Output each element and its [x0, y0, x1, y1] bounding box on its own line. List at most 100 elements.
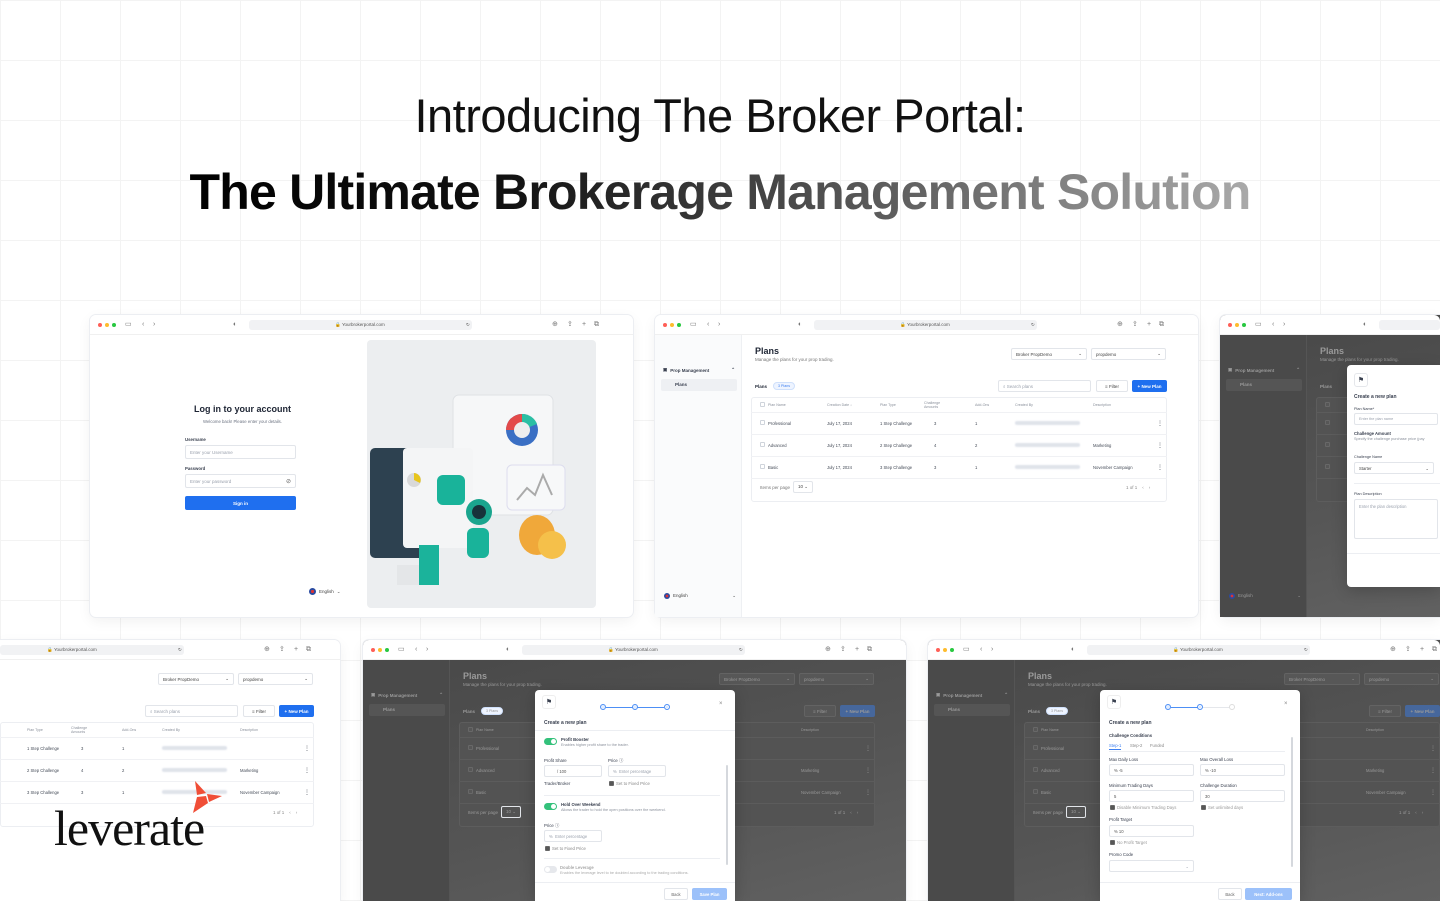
profit-share-input[interactable]: / 100	[544, 765, 602, 777]
language-selector[interactable]: English⌄	[1229, 593, 1301, 599]
forward-icon[interactable]: ›	[991, 646, 994, 653]
tab-funded[interactable]: Funded	[1150, 743, 1165, 748]
select-all-checkbox[interactable]	[1033, 727, 1038, 732]
sidebar-toggle-icon[interactable]: ▭	[963, 646, 970, 653]
double-leverage-toggle[interactable]	[544, 866, 557, 873]
row-checkbox[interactable]	[1325, 464, 1330, 469]
minimize-window-button[interactable]	[1235, 323, 1239, 327]
profit-target-input[interactable]: % 10	[1109, 825, 1194, 837]
back-icon[interactable]: ‹	[1272, 321, 1275, 328]
row-menu-icon[interactable]: ⋮	[304, 767, 310, 774]
close-window-button[interactable]	[371, 648, 375, 652]
address-bar[interactable]	[1379, 320, 1440, 330]
privacy-shield-icon[interactable]: ◐	[798, 321, 803, 328]
maximize-window-button[interactable]	[1242, 323, 1246, 327]
tabs-overview-icon[interactable]: ⧉	[1432, 646, 1437, 653]
share-icon[interactable]: ⇪	[279, 646, 285, 653]
tabs-overview-icon[interactable]: ⧉	[306, 646, 311, 653]
sidebar-section-prop-management[interactable]: ▣Prop Management⌃	[663, 367, 739, 373]
items-per-page-select[interactable]: 10 ⌄	[501, 806, 522, 818]
back-button[interactable]: Back	[1218, 888, 1242, 900]
reload-icon[interactable]: ↻	[178, 647, 182, 652]
row-menu-icon[interactable]: ⋮	[865, 789, 871, 796]
address-bar[interactable]: 🔒 Yourbrokerportal.com↻	[1087, 645, 1310, 655]
language-selector[interactable]: English⌄	[309, 588, 341, 595]
sidebar-toggle-icon[interactable]: ▭	[690, 321, 697, 328]
new-plan-button[interactable]: + New Plan	[1132, 380, 1167, 392]
broker-select[interactable]: Broker PropDemo⌄	[1284, 673, 1360, 685]
next-page-icon[interactable]: ›	[1148, 485, 1151, 490]
share-icon[interactable]: ⇪	[840, 646, 846, 653]
close-window-button[interactable]	[663, 323, 667, 327]
back-icon[interactable]: ‹	[415, 646, 418, 653]
download-icon[interactable]: ⊕	[825, 646, 831, 653]
tabs-overview-icon[interactable]: ⧉	[594, 321, 599, 328]
privacy-shield-icon[interactable]: ◐	[506, 646, 511, 653]
reload-icon[interactable]: ↻	[466, 322, 470, 327]
minimize-window-button[interactable]	[943, 648, 947, 652]
next-page-icon[interactable]: ›	[295, 810, 298, 815]
column-header[interactable]: Creation Date ↓	[827, 402, 852, 407]
maximize-window-button[interactable]	[677, 323, 681, 327]
select-all-checkbox[interactable]	[1325, 402, 1330, 407]
account-select[interactable]: propdemo⌄	[1091, 348, 1166, 360]
tabs-overview-icon[interactable]: ⧉	[1159, 321, 1164, 328]
save-plan-button[interactable]: Save Plan	[692, 888, 727, 900]
max-overall-loss-input[interactable]: % -10	[1200, 764, 1285, 776]
eye-off-icon[interactable]: ⊘	[285, 478, 291, 485]
reload-icon[interactable]: ↻	[739, 647, 743, 652]
min-days-input[interactable]: 5	[1109, 790, 1194, 802]
tab-step-2[interactable]: Step-2	[1130, 743, 1143, 748]
account-select[interactable]: propdemo⌄	[1364, 673, 1439, 685]
privacy-shield-icon[interactable]: ◐	[1363, 321, 1368, 328]
new-plan-button[interactable]: + New Plan	[279, 705, 314, 717]
new-tab-icon[interactable]: +	[1147, 321, 1152, 328]
maximize-window-button[interactable]	[385, 648, 389, 652]
download-icon[interactable]: ⊕	[1390, 646, 1396, 653]
price-input-2[interactable]: % Enter percentage	[544, 830, 602, 842]
search-input[interactable]: ⌕ Search plans	[998, 380, 1091, 392]
new-tab-icon[interactable]: +	[582, 321, 587, 328]
no-profit-target-checkbox[interactable]	[1110, 840, 1115, 845]
row-menu-icon[interactable]: ⋮	[1157, 442, 1163, 449]
row-menu-icon[interactable]: ⋮	[865, 767, 871, 774]
row-checkbox[interactable]	[468, 745, 473, 750]
back-icon[interactable]: ‹	[142, 321, 145, 328]
select-all-checkbox[interactable]	[760, 402, 765, 407]
address-bar[interactable]: 🔒 Yourbrokerportal.com↻	[522, 645, 745, 655]
row-checkbox[interactable]	[760, 420, 765, 425]
fixed-price-checkbox-2[interactable]	[545, 846, 550, 851]
minimize-window-button[interactable]	[105, 323, 109, 327]
new-tab-icon[interactable]: +	[855, 646, 860, 653]
search-input[interactable]: ⌕ Search plans	[145, 705, 238, 717]
minimize-window-button[interactable]	[670, 323, 674, 327]
broker-select[interactable]: Broker PropDemo⌄	[1011, 348, 1087, 360]
reload-icon[interactable]: ↻	[1031, 322, 1035, 327]
row-checkbox[interactable]	[1033, 767, 1038, 772]
row-menu-icon[interactable]: ⋮	[1157, 420, 1163, 427]
sidebar-item-plans[interactable]: Plans	[661, 379, 737, 391]
challenge-name-select[interactable]: Starter⌄	[1354, 462, 1434, 474]
close-icon[interactable]: ×	[719, 701, 723, 707]
forward-icon[interactable]: ›	[718, 321, 721, 328]
items-per-page-select[interactable]: 10 ⌄	[1066, 806, 1087, 818]
close-icon[interactable]: ×	[1284, 701, 1288, 707]
privacy-shield-icon[interactable]: ◐	[233, 321, 238, 328]
row-checkbox[interactable]	[468, 789, 473, 794]
sidebar-toggle-icon[interactable]: ▭	[1255, 321, 1262, 328]
sidebar-toggle-icon[interactable]: ▭	[398, 646, 405, 653]
share-icon[interactable]: ⇪	[1405, 646, 1411, 653]
row-menu-icon[interactable]: ⋮	[1430, 767, 1436, 774]
back-icon[interactable]: ‹	[707, 321, 710, 328]
prev-page-icon[interactable]: ‹	[1142, 485, 1144, 490]
filter-button[interactable]: ≡ Filter	[1369, 705, 1401, 717]
prev-page-icon[interactable]: ‹	[1415, 810, 1417, 815]
promo-code-select[interactable]: ⌄	[1109, 860, 1194, 872]
row-checkbox[interactable]	[760, 442, 765, 447]
scrollbar[interactable]	[1291, 737, 1293, 867]
account-select[interactable]: propdemo⌄	[238, 673, 313, 685]
sidebar-toggle-icon[interactable]: ▭	[125, 321, 132, 328]
account-select[interactable]: propdemo⌄	[799, 673, 874, 685]
row-checkbox[interactable]	[468, 767, 473, 772]
back-button[interactable]: Back	[664, 888, 688, 900]
